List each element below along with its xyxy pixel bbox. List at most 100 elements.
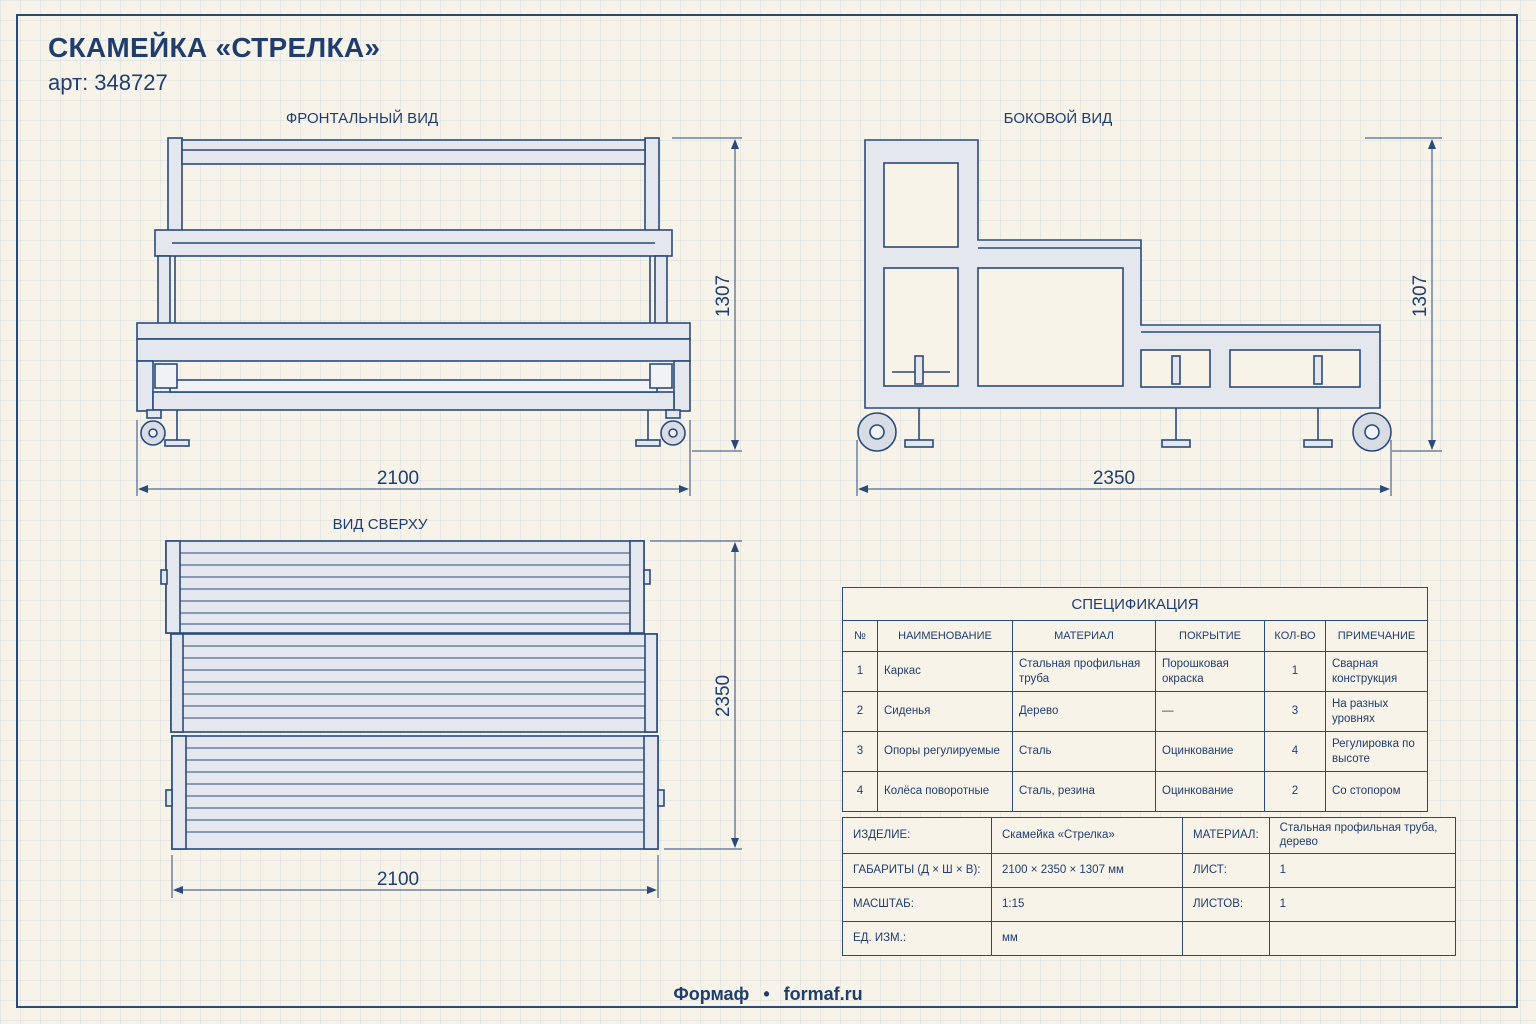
front-mid-post-left <box>157 255 171 325</box>
side-height-dim: 1307 <box>1410 275 1431 317</box>
top-view-label: ВИД СВЕРХУ <box>332 516 428 533</box>
side-foot-1 <box>904 439 934 448</box>
footer-brand: Формаф <box>673 984 750 1004</box>
front-back-post-right <box>644 137 660 239</box>
spec-cell-note: На разных уровнях <box>1325 691 1428 732</box>
spec-cell-name: Опоры регулируемые <box>877 731 1013 772</box>
spec-cell-no: 2 <box>842 691 878 732</box>
front-width-dim: 2100 <box>377 468 419 489</box>
info-unit-label: ЕД. ИЗМ.: <box>842 920 992 956</box>
side-back-window <box>883 162 959 248</box>
table-row: 1 Каркас Стальная профильная труба Порош… <box>842 651 1428 692</box>
side-view-label: БОКОВОЙ ВИД <box>1003 110 1113 127</box>
front-lower-seat <box>136 322 691 340</box>
spec-cell-name: Колёса поворотные <box>877 771 1013 812</box>
front-backrest-top <box>181 139 646 165</box>
top-seat-front <box>171 735 659 850</box>
front-bottom-rail <box>152 391 675 411</box>
info-sheets-label: ЛИСТОВ: <box>1182 886 1270 922</box>
side-view-drawing <box>857 139 1392 452</box>
spec-cell-qty: 4 <box>1264 731 1326 772</box>
spec-cell-qty: 3 <box>1264 691 1326 732</box>
info-empty-cell <box>1268 920 1457 956</box>
spec-header-coating: ПОКРЫТИЕ <box>1155 620 1265 652</box>
spec-cell-no: 4 <box>842 771 878 812</box>
spec-header-note: ПРИМЕЧАНИЕ <box>1325 620 1428 652</box>
side-foot-3 <box>1303 439 1333 448</box>
footer-separator: • <box>763 984 770 1004</box>
spec-caption: СПЕЦИФИКАЦИЯ <box>842 587 1428 621</box>
title-block: ИЗДЕЛИЕ: Скамейка «Стрелка» МАТЕРИАЛ: Ст… <box>842 817 1457 956</box>
info-dims-value: 2100 × 2350 × 1307 мм <box>991 852 1183 888</box>
spec-cell-qty: 1 <box>1264 651 1326 692</box>
side-front-window-2 <box>1229 349 1361 388</box>
info-sheet-value: 1 <box>1268 852 1457 888</box>
spec-header-material: МАТЕРИАЛ <box>1012 620 1156 652</box>
top-tab-2 <box>643 569 651 585</box>
info-unit-value: мм <box>991 920 1183 956</box>
side-mechanism-1 <box>914 355 924 385</box>
spec-cell-material: Дерево <box>1012 691 1156 732</box>
front-leg-left <box>136 360 154 412</box>
footer-site[interactable]: formaf.ru <box>783 984 863 1004</box>
side-mechanism-3 <box>1313 355 1323 385</box>
info-sheet-label: ЛИСТ: <box>1182 852 1270 888</box>
spec-cell-material: Стальная профильная труба <box>1012 651 1156 692</box>
spec-cell-material: Сталь, резина <box>1012 771 1156 812</box>
spec-cell-note: Сварная конструкция <box>1325 651 1428 692</box>
front-lower-apron <box>136 338 691 362</box>
front-mechanism-left <box>154 363 178 389</box>
spec-cell-qty: 2 <box>1264 771 1326 812</box>
side-mechanism-2 <box>1171 355 1181 385</box>
top-slats <box>180 552 645 833</box>
top-tab-1 <box>160 569 168 585</box>
front-back-post-left <box>167 137 183 239</box>
spec-cell-note: Со стопором <box>1325 771 1428 812</box>
spec-header-no: № <box>842 620 878 652</box>
spec-cell-note: Регулировка по высоте <box>1325 731 1428 772</box>
front-view-label: ФРОНТАЛЬНЫЙ ВИД <box>285 110 439 127</box>
side-width-dim: 2350 <box>1093 468 1135 489</box>
info-dims-label: ГАБАРИТЫ (Д × Ш × В): <box>842 852 992 888</box>
spec-cell-coating: Порошковая окраска <box>1155 651 1265 692</box>
front-height-dim: 1307 <box>713 275 734 317</box>
info-material-value: Стальная профильная труба, дерево <box>1268 817 1457 854</box>
specification-table: СПЕЦИФИКАЦИЯ № НАИМЕНОВАНИЕ МАТЕРИАЛ ПОК… <box>842 587 1428 812</box>
spec-header-qty: КОЛ-ВО <box>1264 620 1326 652</box>
spec-cell-material: Сталь <box>1012 731 1156 772</box>
spec-cell-name: Каркас <box>877 651 1013 692</box>
info-scale-value: 1:15 <box>991 886 1183 922</box>
info-material-label: МАТЕРИАЛ: <box>1182 817 1270 854</box>
article-number: арт: 348727 <box>48 70 168 95</box>
spec-cell-coating: Оцинкование <box>1155 731 1265 772</box>
top-depth-dim: 2350 <box>713 675 734 717</box>
drawing-title: СКАМЕЙКА «СТРЕЛКА» <box>48 32 381 63</box>
info-product-value: Скамейка «Стрелка» <box>991 817 1183 854</box>
top-seat-back <box>165 540 645 634</box>
info-product-label: ИЗДЕЛИЕ: <box>842 817 992 854</box>
front-view-drawing <box>136 137 691 447</box>
info-sheets-value: 1 <box>1268 886 1457 922</box>
drawing-frame <box>16 14 1518 1008</box>
info-empty-cell <box>1182 920 1270 956</box>
spec-cell-no: 1 <box>842 651 878 692</box>
top-seat-middle <box>170 633 658 733</box>
side-foot-2 <box>1161 439 1191 448</box>
footer: Формаф • formaf.ru <box>0 984 1536 1005</box>
table-row: 2 Сиденья Дерево — 3 На разных уровнях <box>842 691 1428 732</box>
front-foot-left <box>164 439 190 447</box>
front-wheel-bracket-right <box>665 409 681 419</box>
side-middle-window <box>977 267 1124 387</box>
top-tab-3 <box>165 789 173 807</box>
front-wheel-bracket-left <box>146 409 162 419</box>
spec-header-name: НАИМЕНОВАНИЕ <box>877 620 1013 652</box>
table-row: 3 Опоры регулируемые Сталь Оцинкование 4… <box>842 731 1428 772</box>
front-mechanism-right <box>649 363 673 389</box>
front-foot-right <box>635 439 661 447</box>
spec-cell-name: Сиденья <box>877 691 1013 732</box>
info-scale-label: МАСШТАБ: <box>842 886 992 922</box>
spec-cell-no: 3 <box>842 731 878 772</box>
spec-cell-coating: Оцинкование <box>1155 771 1265 812</box>
